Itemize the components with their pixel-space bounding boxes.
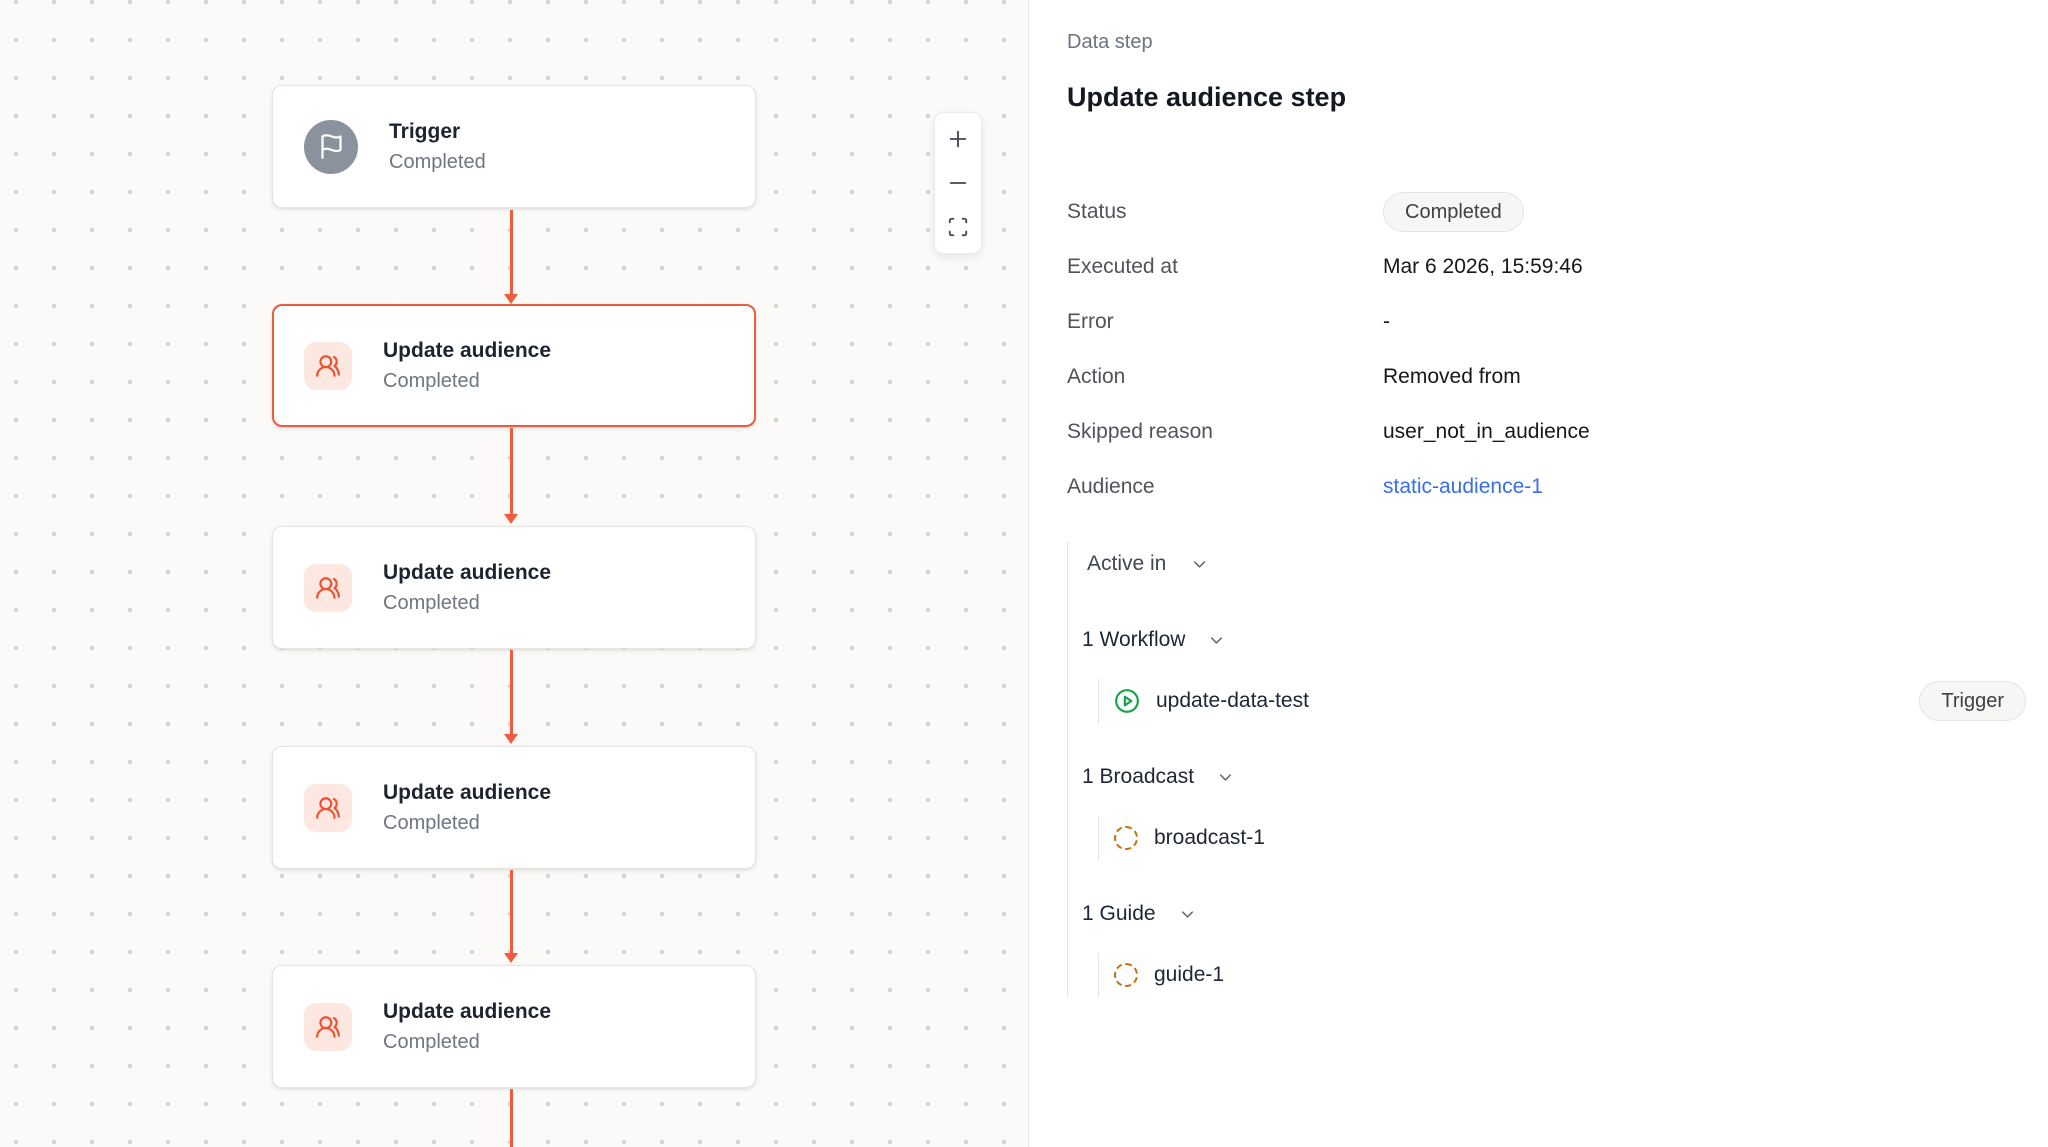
active-in-label: Active in: [1087, 552, 1167, 575]
chevron-down-icon: [1211, 636, 1223, 644]
node-status: Completed: [383, 1031, 480, 1053]
audience-link[interactable]: static-audience-1: [1383, 474, 1543, 498]
panel-eyebrow: Data step: [1067, 31, 1153, 53]
page-title: Update audience step: [1067, 82, 1347, 112]
node-title: Update audience: [383, 1000, 552, 1023]
edge-arrow: [504, 428, 518, 524]
field-value: Mar 6 2026, 15:59:46: [1383, 254, 1583, 278]
fit-view-icon: [948, 217, 968, 237]
group-label: 1 Broadcast: [1082, 765, 1195, 788]
node-update-audience-2[interactable]: Update audience Completed: [272, 526, 756, 649]
group-header-broadcast[interactable]: 1 Broadcast: [1068, 755, 2048, 799]
trigger-badge: Trigger: [1919, 681, 2026, 721]
fit-view-button[interactable]: [936, 205, 980, 249]
plus-icon: [949, 130, 967, 148]
field-row-skipped-reason: Skipped reason user_not_in_audience: [1067, 404, 2048, 459]
active-in-section: Active in 1 Workflow update-data-test Tr…: [1067, 542, 2048, 997]
field-label: Action: [1067, 364, 1126, 388]
node-title: Update audience: [383, 781, 552, 804]
group-header-guide[interactable]: 1 Guide: [1068, 892, 2048, 936]
workflow-canvas[interactable]: Trigger Completed Update audience Comple…: [0, 0, 1028, 1147]
node-text: Update audience Completed: [383, 337, 551, 394]
field-label: Audience: [1067, 474, 1155, 498]
flag-icon: [304, 119, 358, 174]
workflow-item-label: update-data-test: [1156, 689, 1309, 712]
field-label: Executed at: [1067, 254, 1178, 278]
zoom-out-button[interactable]: [936, 161, 980, 205]
field-value: Removed from: [1383, 364, 1521, 388]
field-list: Status Completed Executed at Mar 6 2026,…: [1067, 184, 2048, 514]
workflow-item[interactable]: update-data-test Trigger: [1098, 679, 2048, 723]
node-status: Completed: [383, 592, 480, 614]
dashed-circle-icon: [1114, 826, 1138, 850]
field-label: Skipped reason: [1067, 419, 1213, 443]
minus-icon: [949, 182, 967, 184]
edge-arrow: [504, 870, 518, 963]
active-in-toggle[interactable]: Active in: [1068, 542, 2048, 586]
edge-arrow: [510, 1089, 513, 1147]
arrowhead-icon: [504, 734, 518, 744]
broadcast-item[interactable]: broadcast-1: [1098, 816, 2048, 860]
group-label: 1 Workflow: [1082, 628, 1186, 651]
group-header-workflow[interactable]: 1 Workflow: [1068, 618, 2048, 662]
node-text: Update audience Completed: [383, 559, 551, 616]
node-title: Update audience: [383, 339, 552, 362]
node-text: Update audience Completed: [383, 779, 551, 836]
dashed-circle-icon: [1114, 963, 1138, 987]
node-update-audience-3[interactable]: Update audience Completed: [272, 746, 756, 869]
field-row-action: Action Removed from: [1067, 349, 2048, 404]
guide-item-label: guide-1: [1154, 963, 1225, 986]
users-icon: [304, 1002, 352, 1051]
guide-item[interactable]: guide-1: [1098, 953, 2048, 997]
node-text: Trigger Completed: [389, 118, 486, 175]
users-icon: [304, 341, 352, 390]
arrowhead-icon: [504, 514, 518, 524]
field-row-error: Error -: [1067, 294, 2048, 349]
node-update-audience-selected[interactable]: Update audience Completed: [272, 304, 756, 427]
field-row-executed-at: Executed at Mar 6 2026, 15:59:46: [1067, 239, 2048, 294]
users-icon: [304, 783, 352, 832]
node-status: Completed: [383, 370, 480, 392]
node-update-audience-4[interactable]: Update audience Completed: [272, 965, 756, 1088]
edge-arrow: [504, 210, 518, 304]
chevron-down-icon: [1220, 773, 1232, 781]
field-row-status: Status Completed: [1067, 184, 2048, 239]
node-status: Completed: [383, 812, 480, 834]
edge-arrow: [504, 650, 518, 744]
node-text: Update audience Completed: [383, 998, 551, 1055]
group-label: 1 Guide: [1082, 902, 1156, 925]
field-label: Status: [1067, 199, 1127, 223]
play-circle-icon: [1115, 689, 1139, 713]
broadcast-item-label: broadcast-1: [1154, 826, 1265, 849]
status-badge: Completed: [1383, 191, 1524, 232]
field-row-audience: Audience static-audience-1: [1067, 459, 2048, 514]
node-title: Update audience: [383, 561, 552, 584]
field-value: -: [1383, 309, 1390, 333]
step-detail-panel: Data step Update audience step Status Co…: [1028, 0, 2048, 1147]
zoom-in-button[interactable]: [936, 117, 980, 161]
users-icon: [304, 563, 352, 612]
chevron-down-icon: [1181, 910, 1193, 918]
arrowhead-icon: [504, 294, 518, 304]
node-status: Completed: [389, 151, 486, 173]
field-value: user_not_in_audience: [1383, 419, 1590, 443]
chevron-down-icon: [1194, 560, 1206, 568]
arrowhead-icon: [504, 953, 518, 963]
node-trigger[interactable]: Trigger Completed: [272, 85, 756, 208]
canvas-zoom-toolbar: [934, 112, 982, 254]
field-label: Error: [1067, 309, 1114, 333]
node-title: Trigger: [389, 120, 461, 143]
